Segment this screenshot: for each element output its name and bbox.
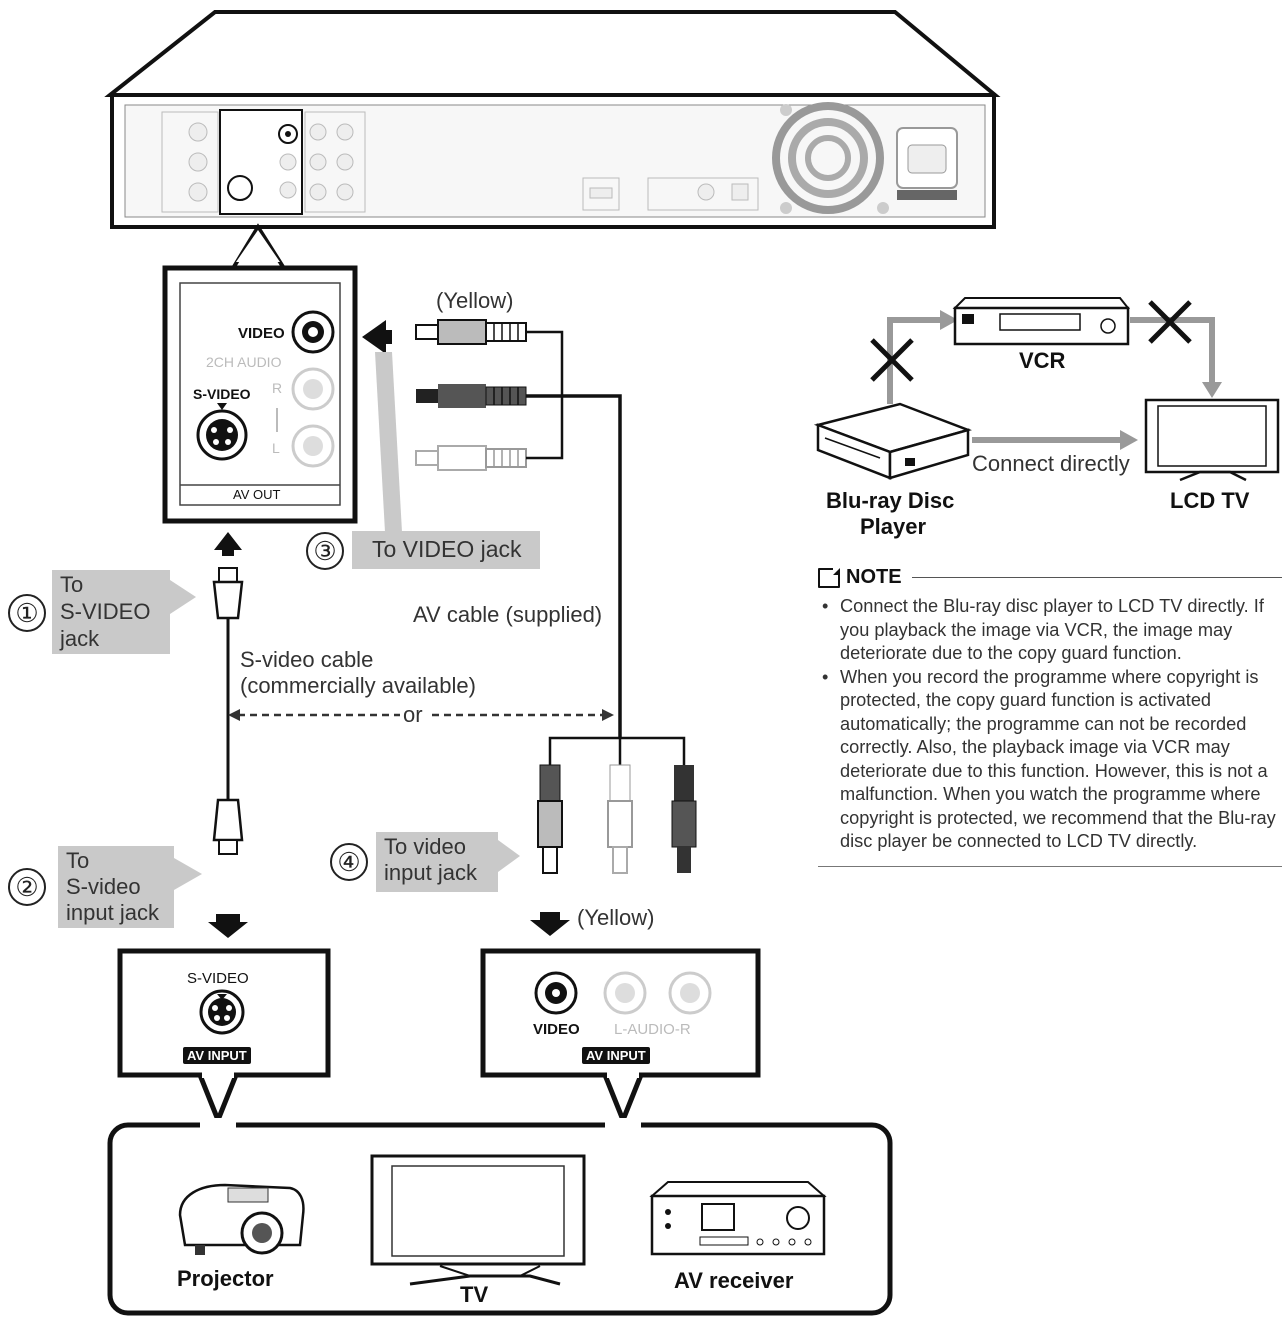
note-title: NOTE — [846, 566, 902, 588]
to-video-input-callout — [376, 832, 498, 892]
note-item: Connect the Blu-ray disc player to LCD T… — [818, 595, 1282, 666]
step-number-1: ① — [8, 594, 46, 632]
to-video-jack-callout — [352, 531, 540, 569]
or-label: or — [403, 702, 423, 727]
av-input-label-right: AV INPUT — [582, 1047, 650, 1064]
to-video-jack-label: To VIDEO jack — [372, 536, 522, 562]
step-number-2: ② — [8, 868, 46, 906]
svideo-cable-line2: (commercially available) — [240, 673, 476, 698]
av-out-video-label: VIDEO — [238, 325, 285, 342]
note-icon — [818, 567, 840, 588]
note-section: NOTE Connect the Blu-ray disc player to … — [818, 566, 1282, 867]
to-svideo-jack-line2: S-VIDEO — [60, 599, 151, 624]
projector-illustration — [178, 1183, 305, 1255]
av-input-label-left: AV INPUT — [183, 1047, 251, 1064]
av-out-svideo-label: S-VIDEO — [193, 386, 251, 402]
av-cable-yellow-plug — [415, 319, 527, 345]
av-receiver-illustration — [649, 1181, 827, 1256]
av-cable-label: AV cable (supplied) — [413, 602, 603, 627]
to-video-input-line1: To video — [384, 834, 466, 859]
copy-guard-diagram — [813, 297, 1280, 482]
yellow-label-top: (Yellow) — [436, 288, 514, 313]
yellow-label-bottom: (Yellow) — [577, 905, 655, 930]
note-rule — [911, 577, 1282, 578]
to-svideo-input-line1: To — [66, 848, 90, 873]
av-cable-red-plug — [416, 384, 527, 408]
tv-label: TV — [460, 1282, 489, 1307]
arrow-to-video-jack — [362, 320, 392, 354]
av-cable-yellow-plug-bottom — [537, 764, 563, 874]
av-cable-white-plug — [415, 445, 527, 471]
step-number-4: ④ — [330, 843, 368, 881]
connect-directly-label: Connect directly — [972, 451, 1130, 476]
arrow-to-video-input — [530, 912, 570, 936]
svideo-cable-line1: S-video cable — [240, 647, 374, 672]
av-input-svideo-label: S-VIDEO — [187, 970, 249, 987]
av-input-video-label: VIDEO — [533, 1021, 580, 1038]
av-receiver-label: AV receiver — [674, 1268, 794, 1293]
lcd-tv-label: LCD TV — [1170, 488, 1250, 513]
note-list: Connect the Blu-ray disc player to LCD T… — [818, 595, 1282, 854]
note-bottom-rule — [818, 865, 1282, 867]
to-svideo-jack-line3: jack — [60, 626, 100, 651]
step-number-3: ③ — [306, 532, 344, 570]
note-item: When you record the programme where copy… — [818, 666, 1282, 854]
player-label-line2: Player — [860, 514, 927, 539]
note-header: NOTE — [818, 566, 1282, 589]
av-out-2ch-audio-label: 2CH AUDIO — [206, 354, 282, 370]
to-svideo-jack-callout — [52, 570, 170, 654]
av-out-r-label: R — [272, 380, 283, 396]
projector-label: Projector — [177, 1266, 274, 1291]
av-out-footer-label: AV OUT — [233, 487, 281, 502]
av-cable-red-plug-bottom — [671, 765, 697, 873]
av-out-l-label: L — [272, 440, 280, 456]
to-svideo-input-line3: input jack — [66, 900, 159, 925]
svideo-cable — [208, 532, 248, 938]
to-svideo-input-line2: S-video — [66, 874, 141, 899]
to-svideo-jack-line1: To — [60, 572, 84, 597]
to-video-input-line2: input jack — [384, 860, 477, 885]
to-svideo-input-callout — [58, 846, 174, 928]
av-input-audio-label: L-AUDIO-R — [614, 1021, 691, 1038]
tv-illustration — [370, 1154, 586, 1286]
vcr-label: VCR — [1019, 348, 1066, 373]
player-label-line1: Blu-ray Disc — [826, 488, 955, 513]
av-cable-white-plug-bottom — [607, 764, 633, 874]
player-rear-illustration — [104, 10, 1001, 229]
